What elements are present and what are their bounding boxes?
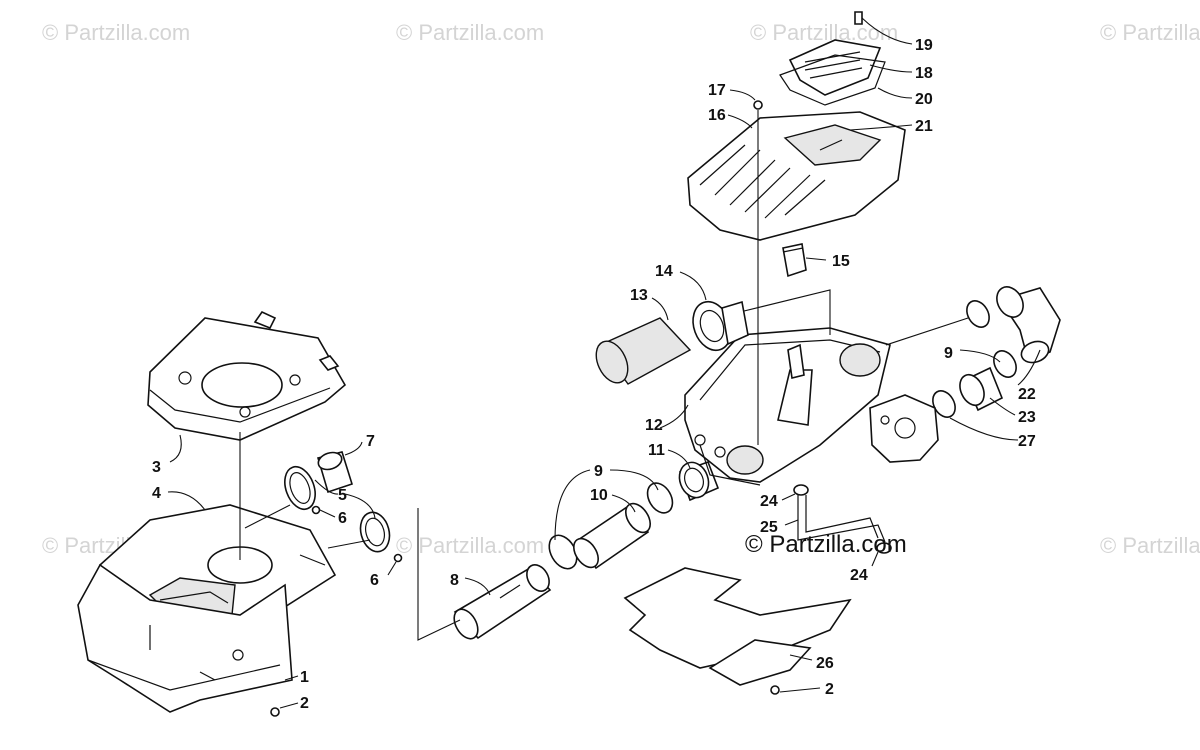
callout-6b: 6 [370, 572, 379, 589]
callout-3: 3 [152, 459, 161, 476]
part-12-airbox [684, 327, 891, 486]
callout-12: 12 [645, 417, 663, 434]
part-24-clamp [793, 484, 809, 496]
part-8-intake-duct [453, 564, 552, 640]
part-25-drain-hose [797, 495, 886, 543]
part-17-screw [753, 100, 763, 110]
part-14-filter-boot [692, 300, 749, 352]
part-22-elbow [996, 286, 1061, 364]
callout-6: 6 [338, 510, 347, 527]
callout-26: 26 [816, 655, 834, 672]
watermark: © Partzilla.com [1100, 20, 1200, 45]
callout-19: 19 [915, 37, 933, 54]
watermark: © Partzilla.com [750, 20, 898, 45]
callout-24b: 24 [850, 567, 868, 584]
part-5-clamp-upper [284, 465, 316, 511]
callout-7: 7 [366, 433, 375, 450]
callout-22: 22 [1018, 386, 1036, 403]
part-9-clamp [966, 300, 990, 328]
part-23-boot [959, 366, 1004, 412]
callout-14: 14 [655, 263, 673, 280]
callout-2: 2 [300, 695, 309, 712]
callout-20: 20 [915, 91, 933, 108]
callout-10: 10 [590, 487, 608, 504]
part-24-clamp [876, 542, 892, 554]
callout-21: 21 [915, 118, 933, 135]
callout-16: 16 [708, 107, 726, 124]
part-5-clamp-lower [359, 511, 391, 553]
watermark: © Partzilla.com [1100, 533, 1200, 558]
throttle-body [869, 394, 939, 463]
part-2-bolt [270, 707, 280, 717]
callout-2b: 2 [825, 681, 834, 698]
callout-9b: 9 [944, 345, 953, 362]
part-6-screw [311, 505, 321, 515]
callout-layer: 1 2 3 4 5 6 6 7 8 9 9 10 11 12 13 14 15 … [152, 17, 1041, 712]
part-13-filter [595, 317, 692, 385]
callout-23: 23 [1018, 409, 1036, 426]
watermark-layer: © Partzilla.com © Partzilla.com © Partzi… [42, 20, 1200, 558]
part-11-coupler [678, 460, 720, 502]
part-19-screw [854, 11, 863, 25]
part-1-mounting-plate [77, 563, 293, 713]
part-16-airbox-lid [687, 111, 906, 241]
part-9-clamp [993, 350, 1017, 378]
callout-24: 24 [760, 493, 778, 510]
callout-18: 18 [915, 65, 933, 82]
watermark: © Partzilla.com [42, 20, 190, 45]
callout-17: 17 [708, 82, 726, 99]
callout-25: 25 [760, 519, 778, 536]
callout-1: 1 [300, 669, 309, 686]
part-9-clamp [646, 482, 674, 514]
part-15-drain [782, 243, 807, 278]
watermark: © Partzilla.com [396, 533, 544, 558]
part-7-coupler [316, 451, 353, 494]
callout-27: 27 [1018, 433, 1036, 450]
callout-8: 8 [450, 572, 459, 589]
callout-4: 4 [152, 485, 161, 502]
watermark: © Partzilla.com [396, 20, 544, 45]
part-26-bracket [623, 567, 852, 695]
callout-13: 13 [630, 287, 648, 304]
callout-5: 5 [338, 487, 347, 504]
part-20-gasket [779, 54, 886, 106]
part-3-intake-cover [147, 310, 347, 441]
callout-11: 11 [648, 442, 665, 459]
callout-9: 9 [594, 463, 603, 480]
part-6-screw [393, 553, 403, 563]
part-18-screen [788, 39, 882, 96]
brand-credit: © Partzilla.com [745, 531, 907, 558]
callout-15: 15 [832, 253, 850, 270]
part-10-sleeve [573, 502, 651, 570]
